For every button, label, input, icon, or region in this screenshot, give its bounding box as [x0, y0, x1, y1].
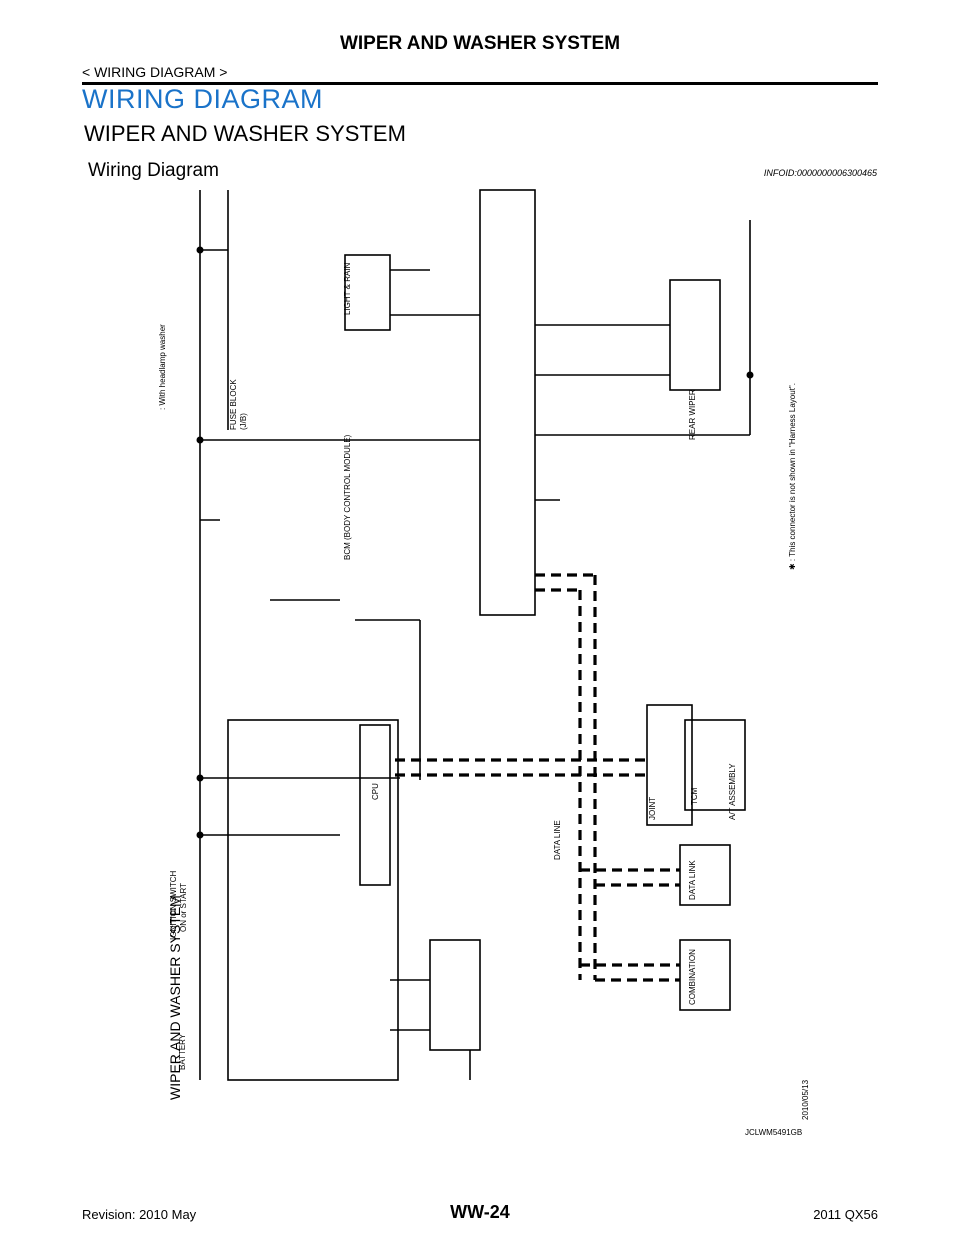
light-rain-sensor-label: LIGHT & RAIN — [343, 262, 352, 315]
at-assembly-label: A/T ASSEMBLY — [728, 763, 737, 820]
fuse-block-label: FUSE BLOCK — [229, 379, 238, 430]
harness-note: ✱ : This connector is not shown in "Harn… — [788, 383, 797, 570]
hw-note: : With headlamp washer — [158, 324, 167, 410]
joint-connector-label: JOINT — [648, 797, 657, 820]
combination-meter-label: COMBINATION — [688, 949, 697, 1005]
diagram-date: 2010/05/13 — [801, 1079, 810, 1120]
rear-wiper-motor-label: REAR WIPER — [688, 389, 697, 440]
subsection-title: WIPER AND WASHER SYSTEM — [84, 121, 406, 146]
footer-revision: Revision: 2010 May — [82, 1207, 197, 1222]
diagram-code: JCLWM5491GB — [745, 1128, 802, 1137]
battery-label: BATTERY — [178, 1033, 187, 1070]
section-title: WIRING DIAGRAM — [82, 84, 323, 114]
header-divider — [82, 82, 878, 85]
info-id: INFOID:0000000006300465 — [763, 168, 877, 178]
bcm-label: BCM (BODY CONTROL MODULE) — [343, 434, 352, 560]
data-link-label: DATA LINK — [688, 860, 697, 900]
data-line-label: DATA LINE — [553, 820, 562, 860]
tcm-label: TCM — [690, 787, 699, 805]
wiring-diagram: WIPER AND WASHER SYSTEM : With headlamp … — [158, 189, 810, 1137]
footer-page-number: WW-24 — [450, 1202, 510, 1222]
footer-model: 2011 QX56 — [813, 1207, 878, 1222]
ignition-state-label: ON or START — [179, 883, 188, 932]
sub-subsection-title: Wiring Diagram — [88, 160, 219, 181]
fuse-block-jb-label: (J/B) — [239, 413, 248, 430]
diagram-side-title: WIPER AND WASHER SYSTEM — [167, 895, 183, 1100]
ignition-switch-label: IGNITION SWITCH — [169, 870, 178, 940]
cpu-label: CPU — [371, 783, 380, 800]
breadcrumb: < WIRING DIAGRAM > — [82, 64, 228, 80]
page-header-title: WIPER AND WASHER SYSTEM — [339, 33, 621, 54]
